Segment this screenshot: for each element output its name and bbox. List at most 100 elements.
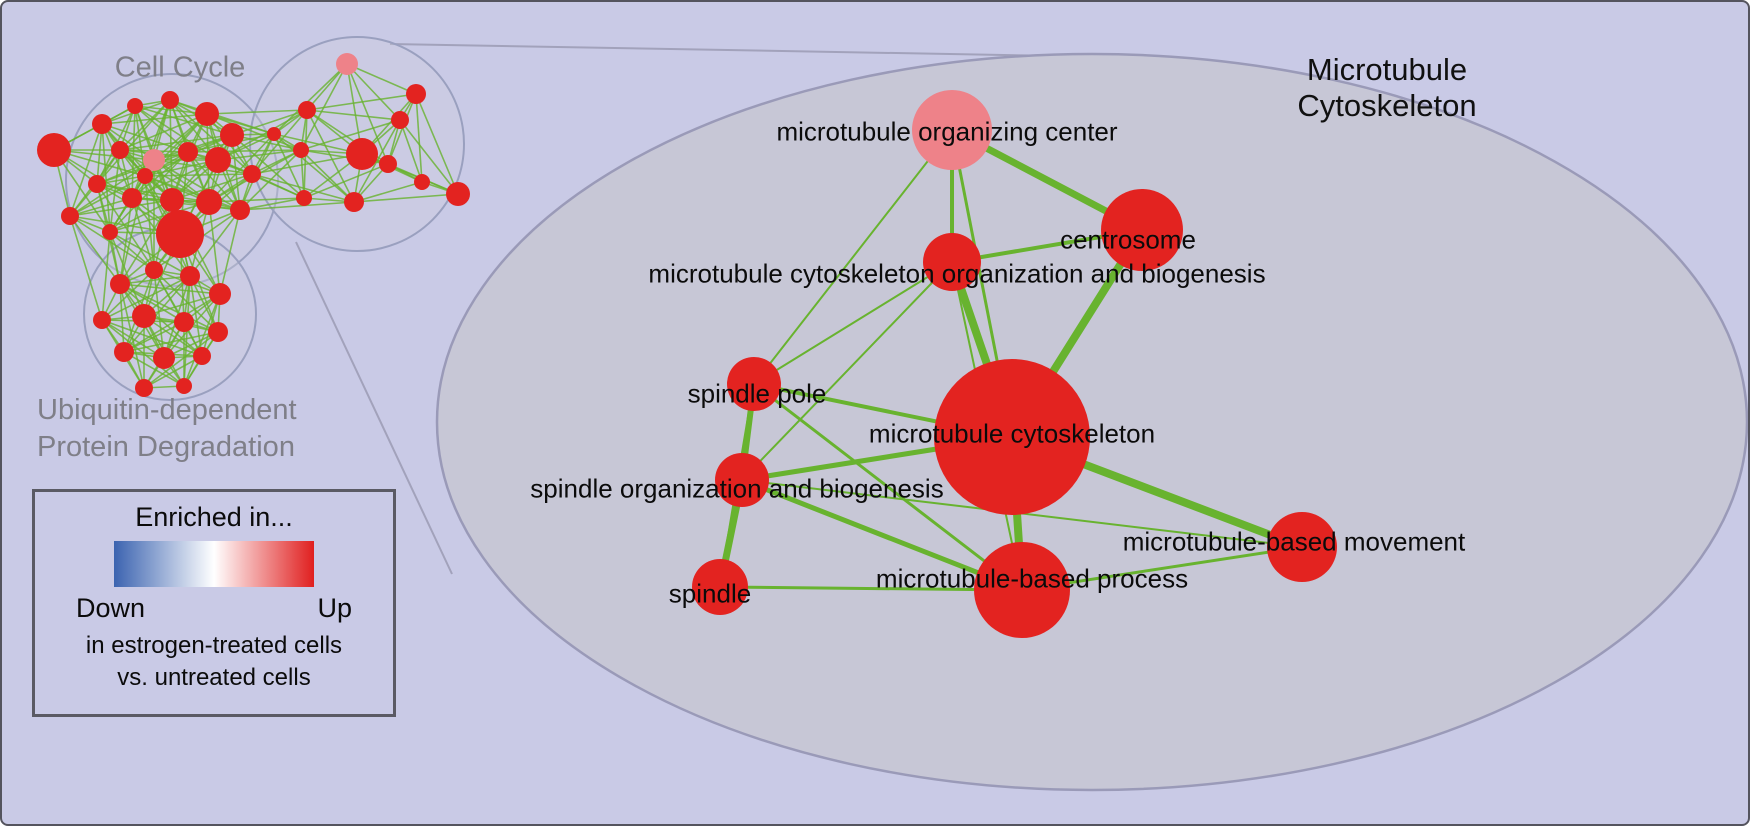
overview-node-16[interactable]	[102, 224, 118, 240]
overview-edge	[273, 133, 305, 199]
legend-caption: in estrogen-treated cells vs. untreated …	[86, 630, 342, 694]
legend-up-label: Up	[317, 593, 352, 623]
overview-edge	[144, 175, 241, 211]
overview-node-6[interactable]	[111, 141, 129, 159]
overview-edge	[346, 63, 417, 95]
overview-node-1[interactable]	[92, 114, 112, 134]
overview-edge	[119, 149, 219, 161]
overview-node-26[interactable]	[296, 190, 312, 206]
node-mc[interactable]	[934, 359, 1090, 515]
overview-edge	[123, 331, 219, 353]
overview-node-13[interactable]	[160, 188, 184, 212]
overview-node-2[interactable]	[127, 98, 143, 114]
overview-edge	[303, 163, 389, 199]
overview-node-9[interactable]	[205, 147, 231, 173]
overview-edge	[399, 119, 459, 195]
overview-node-34[interactable]	[180, 266, 200, 286]
overview-node-40[interactable]	[114, 342, 134, 362]
cluster-label-ubiquitin: Ubiquitin-dependent Protein Degradation	[37, 392, 297, 466]
overview-edge	[399, 119, 423, 183]
overview-edge	[387, 93, 417, 165]
overview-node-15[interactable]	[61, 207, 79, 225]
overview-node-22[interactable]	[293, 142, 309, 158]
overview-edge	[109, 201, 210, 233]
zoom-connector-line-1	[389, 43, 1061, 57]
cluster-label-cell-cycle: Cell Cycle	[114, 51, 246, 84]
overview-node-37[interactable]	[132, 304, 156, 328]
overview-node-20[interactable]	[336, 53, 358, 75]
overview-edge	[353, 181, 423, 203]
node-sob[interactable]	[715, 453, 769, 507]
overview-edge	[208, 197, 305, 203]
overview-node-41[interactable]	[153, 347, 175, 369]
microtubule-label-line1: Microtubule	[1306, 52, 1468, 87]
legend-down-label: Down	[76, 593, 146, 623]
node-moc[interactable]	[912, 90, 992, 170]
overview-edge	[144, 175, 155, 271]
overview-node-17[interactable]	[156, 210, 204, 258]
overview-node-25[interactable]	[406, 84, 426, 104]
overview-node-27[interactable]	[344, 192, 364, 212]
overview-edge	[208, 133, 275, 203]
overview-node-38[interactable]	[174, 312, 194, 332]
overview-edge	[96, 123, 103, 185]
overview-node-10[interactable]	[243, 165, 261, 183]
overview-node-5[interactable]	[220, 123, 244, 147]
overview-node-18[interactable]	[230, 200, 250, 220]
overview-node-23[interactable]	[346, 138, 378, 170]
overview-edge	[69, 199, 173, 217]
overview-node-39[interactable]	[208, 322, 228, 342]
node-centrosome[interactable]	[1101, 189, 1183, 271]
overview-edge	[69, 123, 103, 217]
node-label-spindle_pole: spindle pole	[687, 378, 827, 409]
overview-node-33[interactable]	[145, 261, 163, 279]
overview-node-42[interactable]	[193, 347, 211, 365]
overview-node-29[interactable]	[446, 182, 470, 206]
overview-node-28[interactable]	[414, 174, 430, 190]
legend: Enriched in... Down Up in estrogen-treat…	[32, 489, 396, 717]
overview-edge	[300, 149, 355, 203]
overview-node-36[interactable]	[93, 311, 111, 329]
overview-node-35[interactable]	[209, 283, 231, 305]
overview-node-12[interactable]	[122, 188, 142, 208]
overview-edge	[101, 269, 155, 321]
overview-node-30[interactable]	[267, 127, 281, 141]
legend-axis-labels: Down Up	[76, 593, 352, 624]
overview-node-8[interactable]	[178, 142, 198, 162]
overview-node-19[interactable]	[137, 168, 153, 184]
node-spindle_pole[interactable]	[727, 357, 781, 411]
overview-node-3[interactable]	[161, 91, 179, 109]
overview-edge	[123, 293, 221, 353]
overview-node-11[interactable]	[88, 175, 106, 193]
overview-edge	[346, 63, 389, 165]
node-mbp[interactable]	[974, 542, 1070, 638]
ubiquitin-label-line2: Protein Degradation	[37, 431, 295, 463]
overview-node-4[interactable]	[195, 102, 219, 126]
overview-edge	[239, 197, 305, 211]
node-mco[interactable]	[923, 233, 981, 291]
overview-node-32[interactable]	[110, 274, 130, 294]
overview-node-14[interactable]	[196, 189, 222, 215]
overview-edge	[69, 215, 121, 285]
node-mbm[interactable]	[1267, 512, 1337, 582]
node-label-mco: microtubule cytoskeleton organization an…	[648, 258, 1266, 289]
overview-edge	[171, 173, 253, 201]
cluster-label-microtubule-cytoskeleton: Microtubule Cytoskeleton	[1297, 52, 1476, 124]
overview-edge	[306, 93, 417, 111]
node-label-mbp: microtubule-based process	[875, 563, 1189, 594]
overview-edge	[353, 119, 401, 203]
overview-edge	[306, 109, 401, 121]
overview-node-31[interactable]	[379, 155, 397, 173]
overview-node-7[interactable]	[143, 149, 165, 171]
overview-node-21[interactable]	[298, 101, 316, 119]
overview-edge	[206, 109, 308, 115]
overview-node-24[interactable]	[391, 111, 409, 129]
overview-node-0[interactable]	[37, 133, 71, 167]
node-spindle[interactable]	[692, 559, 748, 615]
overview-node-43[interactable]	[135, 379, 153, 397]
overview-edge	[189, 209, 241, 277]
overview-edge	[69, 197, 133, 217]
overview-edge	[169, 99, 253, 175]
overview-node-44[interactable]	[176, 378, 192, 394]
